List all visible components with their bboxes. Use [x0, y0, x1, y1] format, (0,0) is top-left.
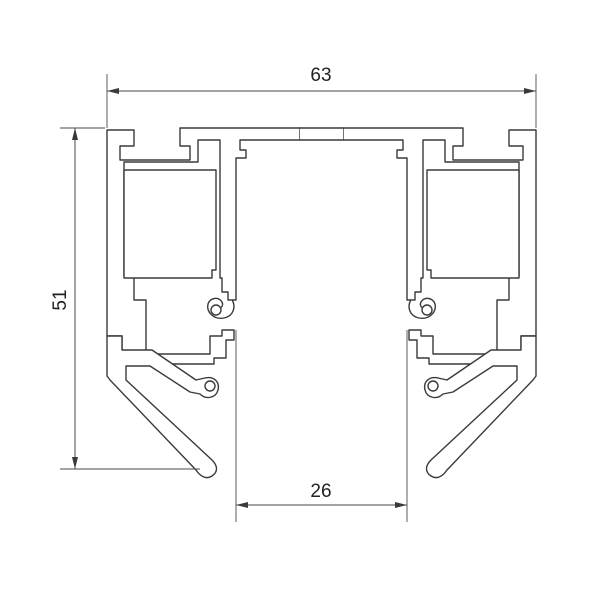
dimension-label-63: 63	[310, 65, 331, 86]
dimension-overall-height: 51	[50, 127, 200, 470]
dimension-opening-width: 26	[235, 330, 408, 522]
dimension-label-26: 26	[310, 481, 331, 502]
profile-top-bridge	[300, 128, 343, 140]
profile-left-half	[106, 127, 301, 479]
dimension-label-51: 51	[50, 289, 71, 310]
dimension-overall-width: 63	[106, 65, 537, 128]
profile-right-half	[342, 127, 537, 479]
